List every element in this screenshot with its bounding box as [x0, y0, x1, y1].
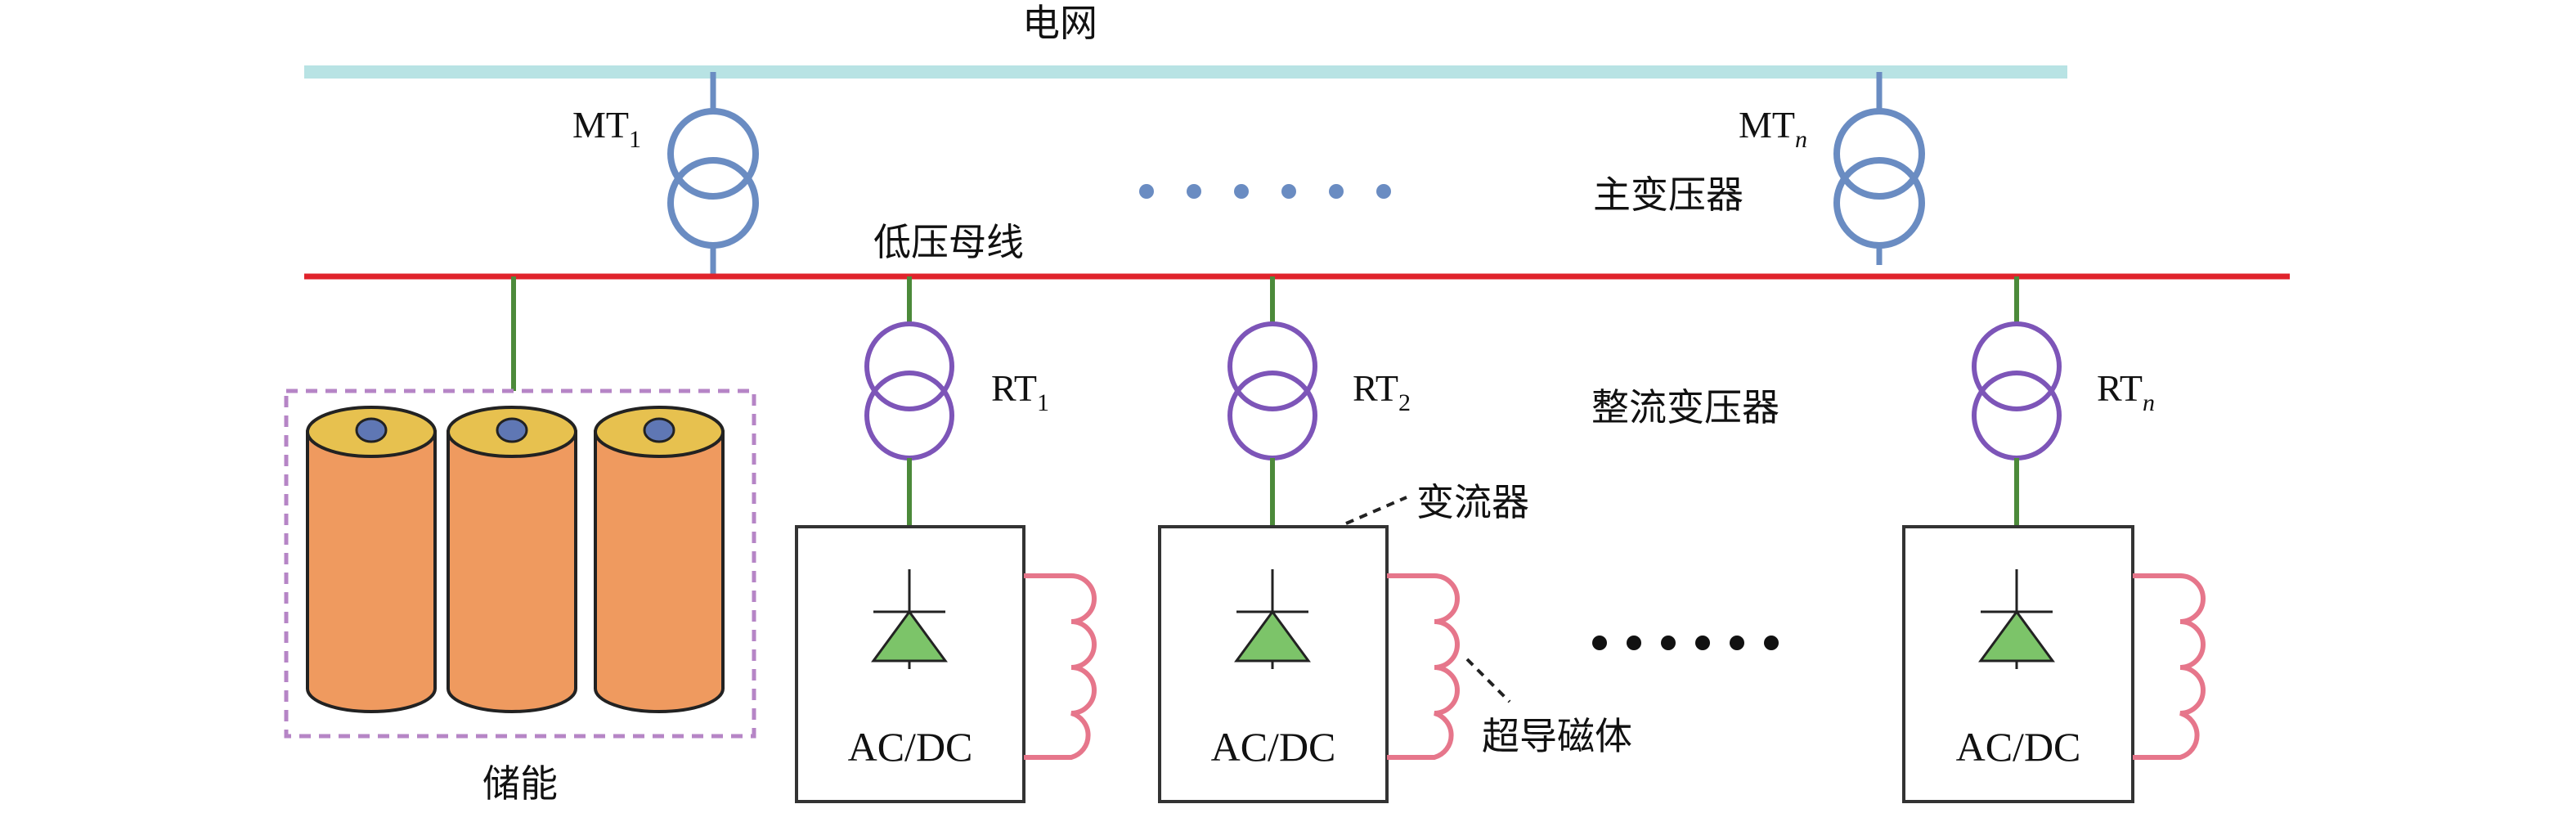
mtn-label: MTn — [1739, 104, 1807, 153]
energy-storage-label: 储能 — [482, 761, 558, 806]
main-transformer-mtn — [1833, 72, 1925, 265]
battery-3 — [594, 406, 725, 713]
main-transformer-mt1 — [667, 72, 759, 275]
magnet-coil-2 — [1387, 573, 1460, 760]
main-transformer-label: 主变压器 — [1593, 173, 1744, 217]
converter-1-label: AC/DC — [848, 724, 973, 770]
converter-n-label: AC/DC — [1956, 724, 2081, 770]
battery-1 — [306, 406, 437, 713]
main-transformer-ellipsis — [1139, 184, 1391, 199]
mt1-label: MT1 — [572, 104, 641, 153]
superconducting-magnet-label: 超导磁体 — [1482, 714, 1632, 758]
rectifier-branch-1 — [795, 276, 1097, 803]
converter-2-label: AC/DC — [1211, 724, 1336, 770]
rectifier-branch-2 — [1158, 276, 1460, 803]
converter-label: 变流器 — [1416, 480, 1529, 524]
magnet-coil-1 — [1024, 573, 1097, 760]
storage-frame — [284, 389, 756, 739]
diode-1 — [871, 609, 948, 663]
rectifier-branch-n — [1902, 276, 2206, 803]
rt1-label: RT1 — [991, 367, 1049, 416]
converter-n — [1902, 525, 2134, 803]
grid-label: 电网 — [1022, 1, 1097, 45]
low-voltage-bus-label: 低压母线 — [873, 220, 1024, 264]
battery-2 — [447, 406, 577, 713]
rectifier-transformer-label: 整流变压器 — [1591, 385, 1779, 429]
diode-2 — [1234, 609, 1311, 663]
converter-callout-line — [1345, 496, 1407, 525]
magnet-coil-n — [2133, 573, 2206, 760]
magnet-callout-line — [1465, 658, 1511, 703]
diode-n — [1978, 609, 2055, 663]
rt2-label: RT2 — [1353, 367, 1411, 416]
rtn-label: RTn — [2097, 367, 2155, 416]
converter-ellipsis — [1592, 636, 1779, 650]
